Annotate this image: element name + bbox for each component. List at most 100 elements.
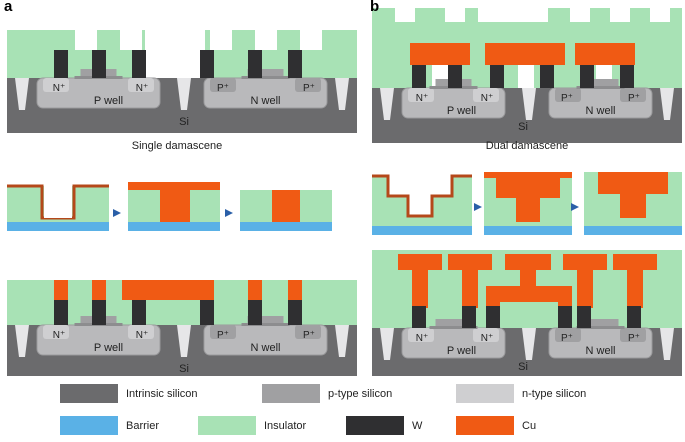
copper-overfill <box>128 182 220 190</box>
copper-via <box>577 270 593 308</box>
legend-swatch <box>60 416 118 435</box>
p-plus-region <box>210 325 236 339</box>
trench-opening <box>145 30 205 50</box>
trench-opening <box>650 8 670 22</box>
label-p-plus: P⁺ <box>628 333 640 344</box>
copper-line <box>505 254 551 270</box>
tungsten-contact <box>200 300 214 325</box>
copper-via <box>248 280 262 300</box>
single-damascene-process-steps <box>7 182 332 231</box>
tungsten-contact <box>248 50 262 78</box>
p-plus-region <box>620 328 646 342</box>
label-n-plus: N⁺ <box>481 333 494 344</box>
trench-opening <box>300 30 322 50</box>
tungsten-contact <box>412 306 426 328</box>
legend-item-barrier: Barrier <box>60 416 159 435</box>
label-p-well: P well <box>447 345 476 357</box>
label-p-plus: P⁺ <box>561 93 573 104</box>
copper-via <box>54 280 68 300</box>
trench-opening <box>478 8 548 22</box>
gate-stack <box>582 319 619 328</box>
n-plus-region <box>43 78 69 92</box>
sti-trench <box>660 88 674 120</box>
tungsten-contact <box>288 300 302 325</box>
tungsten-contact <box>248 300 262 325</box>
caption-dual-damascene: Dual damascene <box>485 140 569 152</box>
copper-line <box>398 254 442 270</box>
gate-oxide <box>429 326 478 329</box>
barrier-liner <box>372 174 472 218</box>
copper-line <box>575 43 635 65</box>
label-p-plus: P⁺ <box>303 330 315 341</box>
sti-trench <box>335 325 349 357</box>
tungsten-contact <box>627 306 641 328</box>
trench-opening <box>610 8 630 22</box>
tungsten-contact <box>92 50 106 78</box>
n-plus-region <box>408 88 434 102</box>
n-plus-region <box>408 328 434 342</box>
sti-trench <box>522 88 536 120</box>
tungsten-contact <box>540 65 554 88</box>
via-opening <box>518 65 534 88</box>
legend-item-cu: Cu <box>456 416 536 435</box>
n-plus-region <box>473 328 499 342</box>
copper-via <box>462 270 478 308</box>
trench-opening <box>255 30 277 50</box>
p-plus-region <box>555 88 581 102</box>
label-n-plus: N⁺ <box>136 330 149 341</box>
sti-trench <box>177 325 191 357</box>
copper-fill <box>598 172 668 218</box>
label-n-plus: N⁺ <box>53 330 66 341</box>
copper-line <box>122 280 214 300</box>
trench-opening <box>44 186 72 218</box>
barrier-layer <box>372 226 472 235</box>
copper-via <box>558 302 572 308</box>
copper-fill <box>272 190 300 222</box>
legend-label: W <box>412 419 423 432</box>
panel-label-a: a <box>4 0 13 15</box>
legend-item-p-type-silicon: p-type silicon <box>262 384 392 403</box>
label-n-plus: N⁺ <box>136 83 149 94</box>
label-si: Si <box>179 363 189 375</box>
copper-via <box>520 270 536 288</box>
legend-swatch <box>198 416 256 435</box>
sti-trench <box>335 78 349 110</box>
barrier-layer <box>7 222 109 231</box>
sti-trench <box>660 328 674 360</box>
gate-stack <box>435 319 472 328</box>
trench-opening <box>445 8 465 22</box>
process-arrow <box>113 209 121 217</box>
sti-trench <box>15 325 29 357</box>
dual-trench-opening <box>388 176 452 216</box>
copper-line <box>410 43 470 65</box>
copper-overfill <box>484 172 572 178</box>
label-p-well: P well <box>447 105 476 117</box>
legend-label: Barrier <box>126 419 160 432</box>
trench-opening <box>120 30 142 50</box>
tungsten-contact <box>462 306 476 328</box>
trench-opening <box>145 50 205 78</box>
legend-item-insulator: Insulator <box>198 416 306 435</box>
legend-swatch <box>456 416 514 435</box>
label-p-well: P well <box>94 342 123 354</box>
barrier-layer <box>584 226 682 235</box>
tungsten-contact <box>54 300 68 325</box>
legend-label: Insulator <box>264 419 307 432</box>
sti-trench <box>522 328 536 360</box>
sti-trench <box>380 328 394 360</box>
gate-oxide <box>576 86 625 89</box>
legend-swatch <box>262 384 320 403</box>
sti-trench <box>15 78 29 110</box>
label-p-plus: P⁺ <box>303 83 315 94</box>
legend-item-w: W <box>346 416 422 435</box>
label-n-well: N well <box>251 342 281 354</box>
n-plus-region <box>128 325 154 339</box>
legend-label: Cu <box>522 419 537 432</box>
sti-trench <box>380 88 394 120</box>
tungsten-contact <box>132 50 146 78</box>
label-p-well: P well <box>94 95 123 107</box>
copper-fill <box>496 176 560 222</box>
dual-damascene-device <box>372 8 682 143</box>
copper-line <box>613 254 657 270</box>
